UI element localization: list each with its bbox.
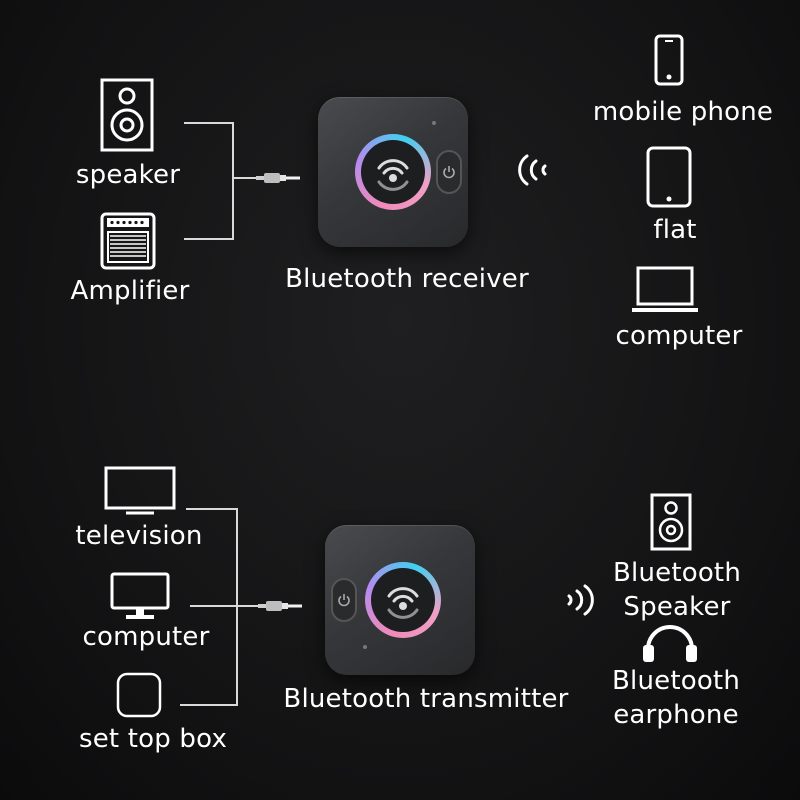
wireless-signal-icon — [387, 587, 419, 619]
indicator-dot — [363, 645, 367, 649]
speaker-icon — [650, 493, 692, 551]
transmitter-ring — [365, 562, 441, 638]
signal-waves-icon — [518, 154, 547, 186]
connector-line — [236, 508, 238, 706]
indicator-dot — [432, 121, 436, 125]
set-top-box-icon — [116, 672, 162, 718]
audio-jack-icon — [256, 173, 300, 183]
signal-waves-icon — [567, 584, 594, 616]
monitor-icon — [110, 572, 170, 619]
output-label-bluetooth-earphone: Bluetooth earphone — [611, 666, 741, 730]
bluetooth-receiver-device — [318, 97, 468, 247]
power-icon — [443, 166, 455, 179]
output-label-bluetooth-speaker: Bluetooth Speaker — [612, 558, 742, 622]
connector-line — [232, 177, 258, 179]
laptop-icon — [632, 266, 698, 312]
connector-line — [232, 122, 234, 240]
amplifier-icon — [100, 212, 156, 270]
source-label-television: television — [75, 521, 203, 551]
source-label-set-top-box: set top box — [78, 724, 228, 754]
connector-line — [190, 605, 260, 607]
output-label-amplifier: Amplifier — [70, 276, 190, 306]
connector-line — [186, 508, 238, 510]
headphones-icon — [643, 625, 697, 662]
connector-line — [184, 122, 234, 124]
tablet-icon — [646, 146, 692, 208]
transmitter-power-button — [331, 578, 357, 622]
wireless-signal-icon — [377, 159, 409, 191]
connector-line — [184, 238, 234, 240]
television-icon — [104, 466, 176, 515]
receiver-power-button — [436, 150, 462, 194]
source-label-flat: flat — [653, 215, 697, 245]
output-label-speaker: speaker — [75, 160, 181, 190]
mobile-phone-icon — [654, 34, 684, 86]
speaker-icon — [100, 78, 154, 152]
source-label-computer: computer — [82, 622, 210, 652]
power-icon — [338, 594, 350, 607]
connector-line — [180, 704, 238, 706]
source-label-mobile-phone: mobile phone — [592, 97, 774, 127]
transmitter-title: Bluetooth transmitter — [283, 684, 569, 714]
receiver-ring — [355, 134, 431, 210]
source-label-computer: computer — [615, 321, 743, 351]
receiver-title: Bluetooth receiver — [285, 264, 529, 294]
bluetooth-transmitter-device — [325, 525, 475, 675]
audio-jack-icon — [258, 601, 302, 611]
